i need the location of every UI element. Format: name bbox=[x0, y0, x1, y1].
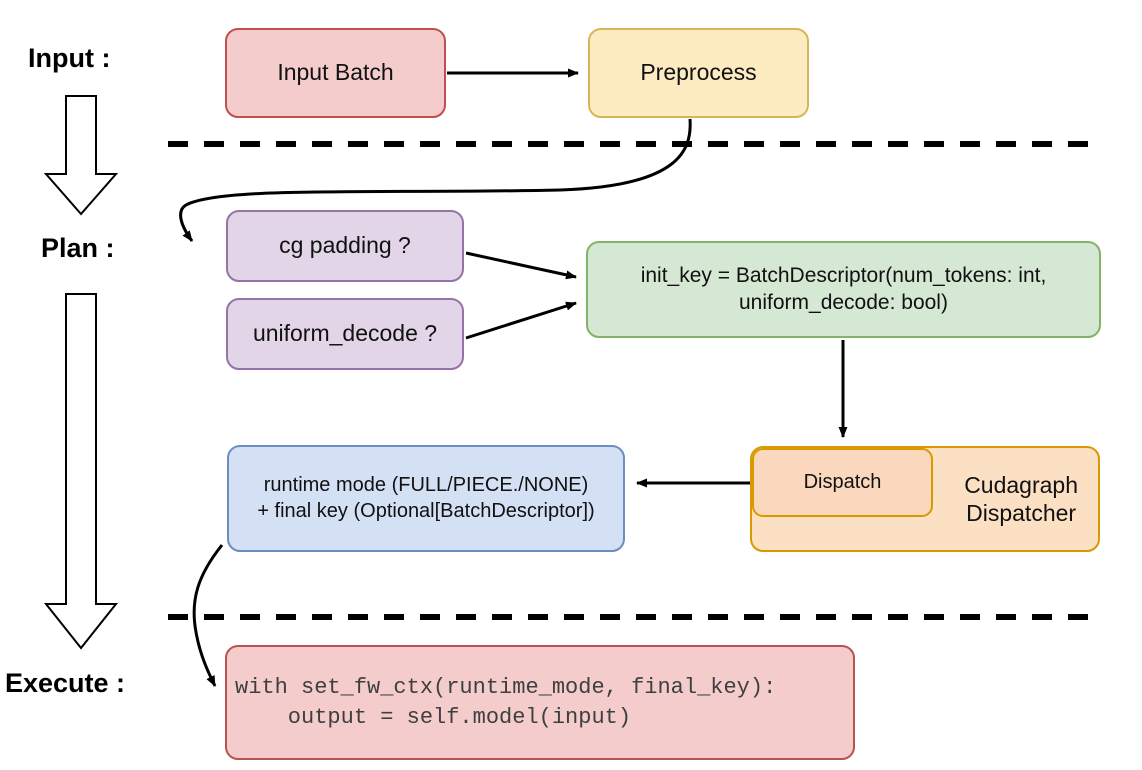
edge-uniform-decode-to-init-key bbox=[465, 301, 577, 340]
stage-label-input: Input : bbox=[28, 43, 111, 73]
node-dispatch[interactable]: Dispatch bbox=[752, 448, 933, 517]
node-input-batch[interactable]: Input Batch bbox=[225, 28, 446, 118]
node-init-key-label: init_key = BatchDescriptor(num_tokens: i… bbox=[640, 263, 1047, 314]
stage-label-plan: Plan : bbox=[41, 233, 115, 263]
node-cg-padding-label: cg padding ? bbox=[279, 232, 411, 259]
node-uniform-decode-label: uniform_decode ? bbox=[252, 320, 438, 347]
node-dispatch-label: Dispatch bbox=[803, 470, 882, 493]
node-execute-code-label: with set_fw_ctx(runtime_mode, final_key)… bbox=[235, 674, 777, 730]
node-uniform-decode[interactable]: uniform_decode ? bbox=[226, 298, 464, 370]
node-runtime-mode-label: runtime mode (FULL/PIECE./NONE) + final … bbox=[257, 473, 595, 522]
node-cg-padding[interactable]: cg padding ? bbox=[226, 210, 464, 282]
stage-label-execute: Execute : bbox=[5, 668, 126, 698]
node-runtime-mode[interactable]: runtime mode (FULL/PIECE./NONE) + final … bbox=[227, 445, 625, 552]
node-preprocess[interactable]: Preprocess bbox=[588, 28, 809, 118]
edge-runtime-mode-to-execute-code bbox=[192, 544, 224, 687]
node-execute-code[interactable]: with set_fw_ctx(runtime_mode, final_key)… bbox=[225, 645, 855, 760]
edge-cg-padding-to-init-key bbox=[465, 251, 577, 280]
node-init-key[interactable]: init_key = BatchDescriptor(num_tokens: i… bbox=[586, 241, 1101, 338]
node-cudagraph-dispatcher-label: Cudagraph Dispatcher bbox=[964, 471, 1078, 526]
node-input-batch-label: Input Batch bbox=[277, 59, 394, 86]
node-preprocess-label: Preprocess bbox=[640, 59, 757, 86]
input-to-plan-block-arrow bbox=[43, 95, 119, 216]
plan-to-execute-block-arrow bbox=[43, 293, 119, 650]
